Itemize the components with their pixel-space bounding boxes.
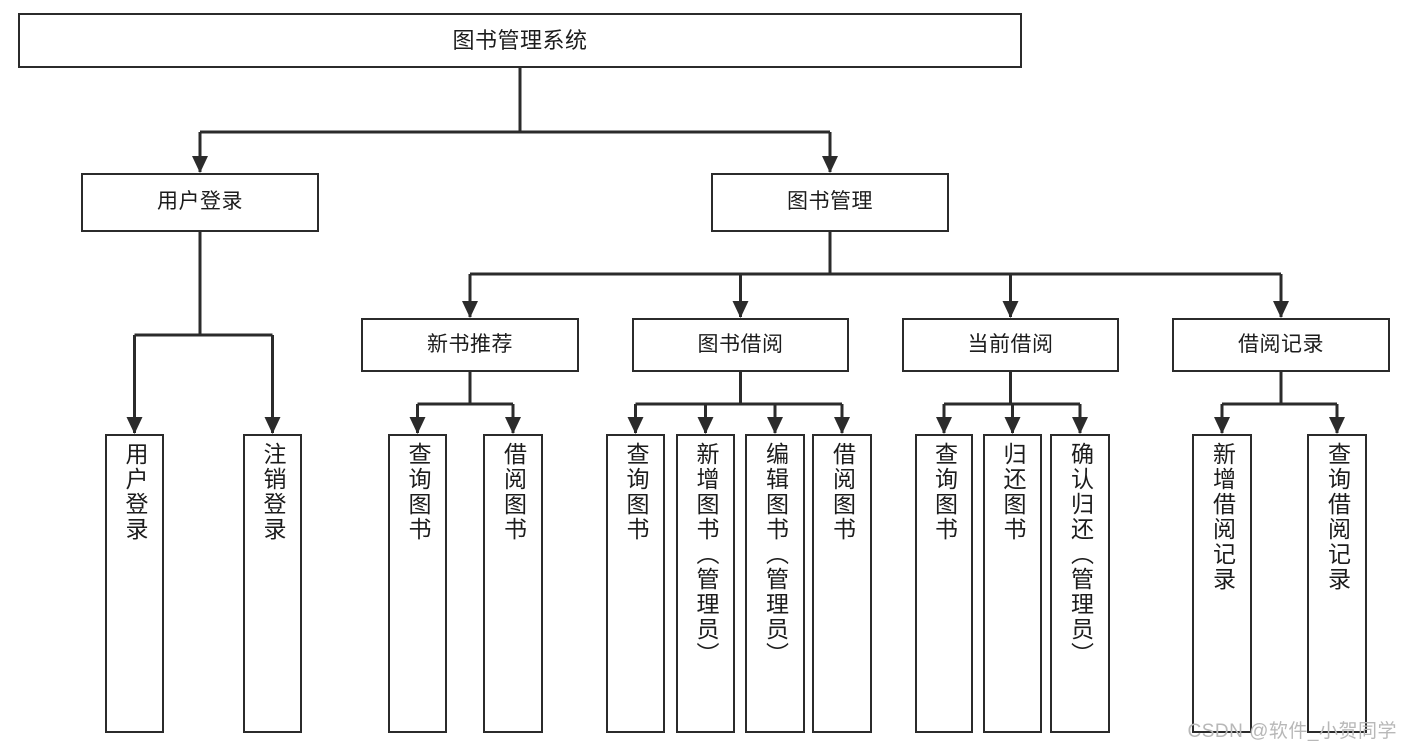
arrowhead-leaf-query-rec (1329, 417, 1345, 434)
node-newbook: 新书推荐 (361, 318, 579, 372)
node-label-records: 借阅记录 (1238, 332, 1324, 356)
arrowhead-borrow (732, 301, 749, 318)
node-bookmgmt: 图书管理 (711, 173, 949, 232)
node-label-leaf-query2: 查询图书 (623, 442, 649, 542)
node-label-leaf-login: 用户登录 (122, 442, 148, 542)
node-label-leaf-edit-book: 编辑图书（管理员） (762, 442, 789, 667)
arrowhead-leaf-query3 (936, 417, 952, 434)
node-label-current: 当前借阅 (967, 332, 1054, 356)
node-label-leaf-confirm: 确认归还（管理员） (1067, 442, 1094, 667)
node-label-leaf-add-rec: 新增借阅记录 (1209, 442, 1236, 592)
node-leaf-edit-book: 编辑图书（管理员） (745, 434, 805, 733)
node-records: 借阅记录 (1172, 318, 1390, 372)
node-label-borrow: 图书借阅 (697, 332, 784, 356)
node-login: 用户登录 (81, 173, 319, 232)
arrowhead-login (192, 156, 208, 173)
arrowhead-current (1002, 301, 1019, 318)
node-label-root: 图书管理系统 (452, 27, 588, 53)
node-leaf-confirm: 确认归还（管理员） (1050, 434, 1110, 733)
node-leaf-login: 用户登录 (105, 434, 164, 733)
arrowhead-leaf-edit-book (767, 417, 783, 434)
arrowhead-leaf-logout (264, 417, 281, 434)
arrowhead-leaf-add-book (697, 417, 714, 434)
node-leaf-query2: 查询图书 (606, 434, 665, 733)
node-label-leaf-return: 归还图书 (1000, 442, 1026, 542)
node-label-leaf-borrow2: 借阅图书 (829, 442, 856, 542)
arrowhead-leaf-confirm (1072, 417, 1088, 434)
node-label-newbook: 新书推荐 (427, 332, 513, 356)
node-leaf-add-rec: 新增借阅记录 (1192, 434, 1252, 733)
node-leaf-query1: 查询图书 (388, 434, 447, 733)
node-label-leaf-query-rec: 查询借阅记录 (1324, 442, 1351, 592)
node-root: 图书管理系统 (18, 13, 1022, 68)
arrowhead-leaf-login (126, 417, 143, 434)
node-borrow: 图书借阅 (632, 318, 849, 372)
node-leaf-query-rec: 查询借阅记录 (1307, 434, 1367, 733)
node-label-bookmgmt: 图书管理 (787, 190, 873, 214)
arrowhead-leaf-return (1004, 417, 1021, 434)
node-label-leaf-logout: 注销登录 (260, 442, 286, 542)
node-label-leaf-query3: 查询图书 (931, 442, 958, 542)
node-leaf-query3: 查询图书 (915, 434, 973, 733)
arrowhead-leaf-query2 (627, 417, 644, 434)
node-label-leaf-borrow1: 借阅图书 (500, 442, 527, 542)
node-leaf-borrow1: 借阅图书 (483, 434, 543, 733)
arrowhead-newbook (462, 301, 478, 318)
node-label-leaf-add-book: 新增图书（管理员） (693, 442, 719, 667)
arrowhead-leaf-borrow2 (834, 417, 850, 434)
node-current: 当前借阅 (902, 318, 1119, 372)
node-label-login: 用户登录 (157, 190, 243, 214)
arrowhead-records (1273, 301, 1289, 318)
arrowhead-bookmgmt (822, 156, 838, 173)
arrowhead-leaf-query1 (409, 417, 426, 434)
arrowhead-leaf-add-rec (1214, 417, 1230, 434)
node-label-leaf-query1: 查询图书 (405, 442, 431, 542)
node-leaf-add-book: 新增图书（管理员） (676, 434, 735, 733)
node-leaf-logout: 注销登录 (243, 434, 302, 733)
arrowhead-leaf-borrow1 (505, 417, 521, 434)
node-leaf-borrow2: 借阅图书 (812, 434, 872, 733)
node-leaf-return: 归还图书 (983, 434, 1042, 733)
